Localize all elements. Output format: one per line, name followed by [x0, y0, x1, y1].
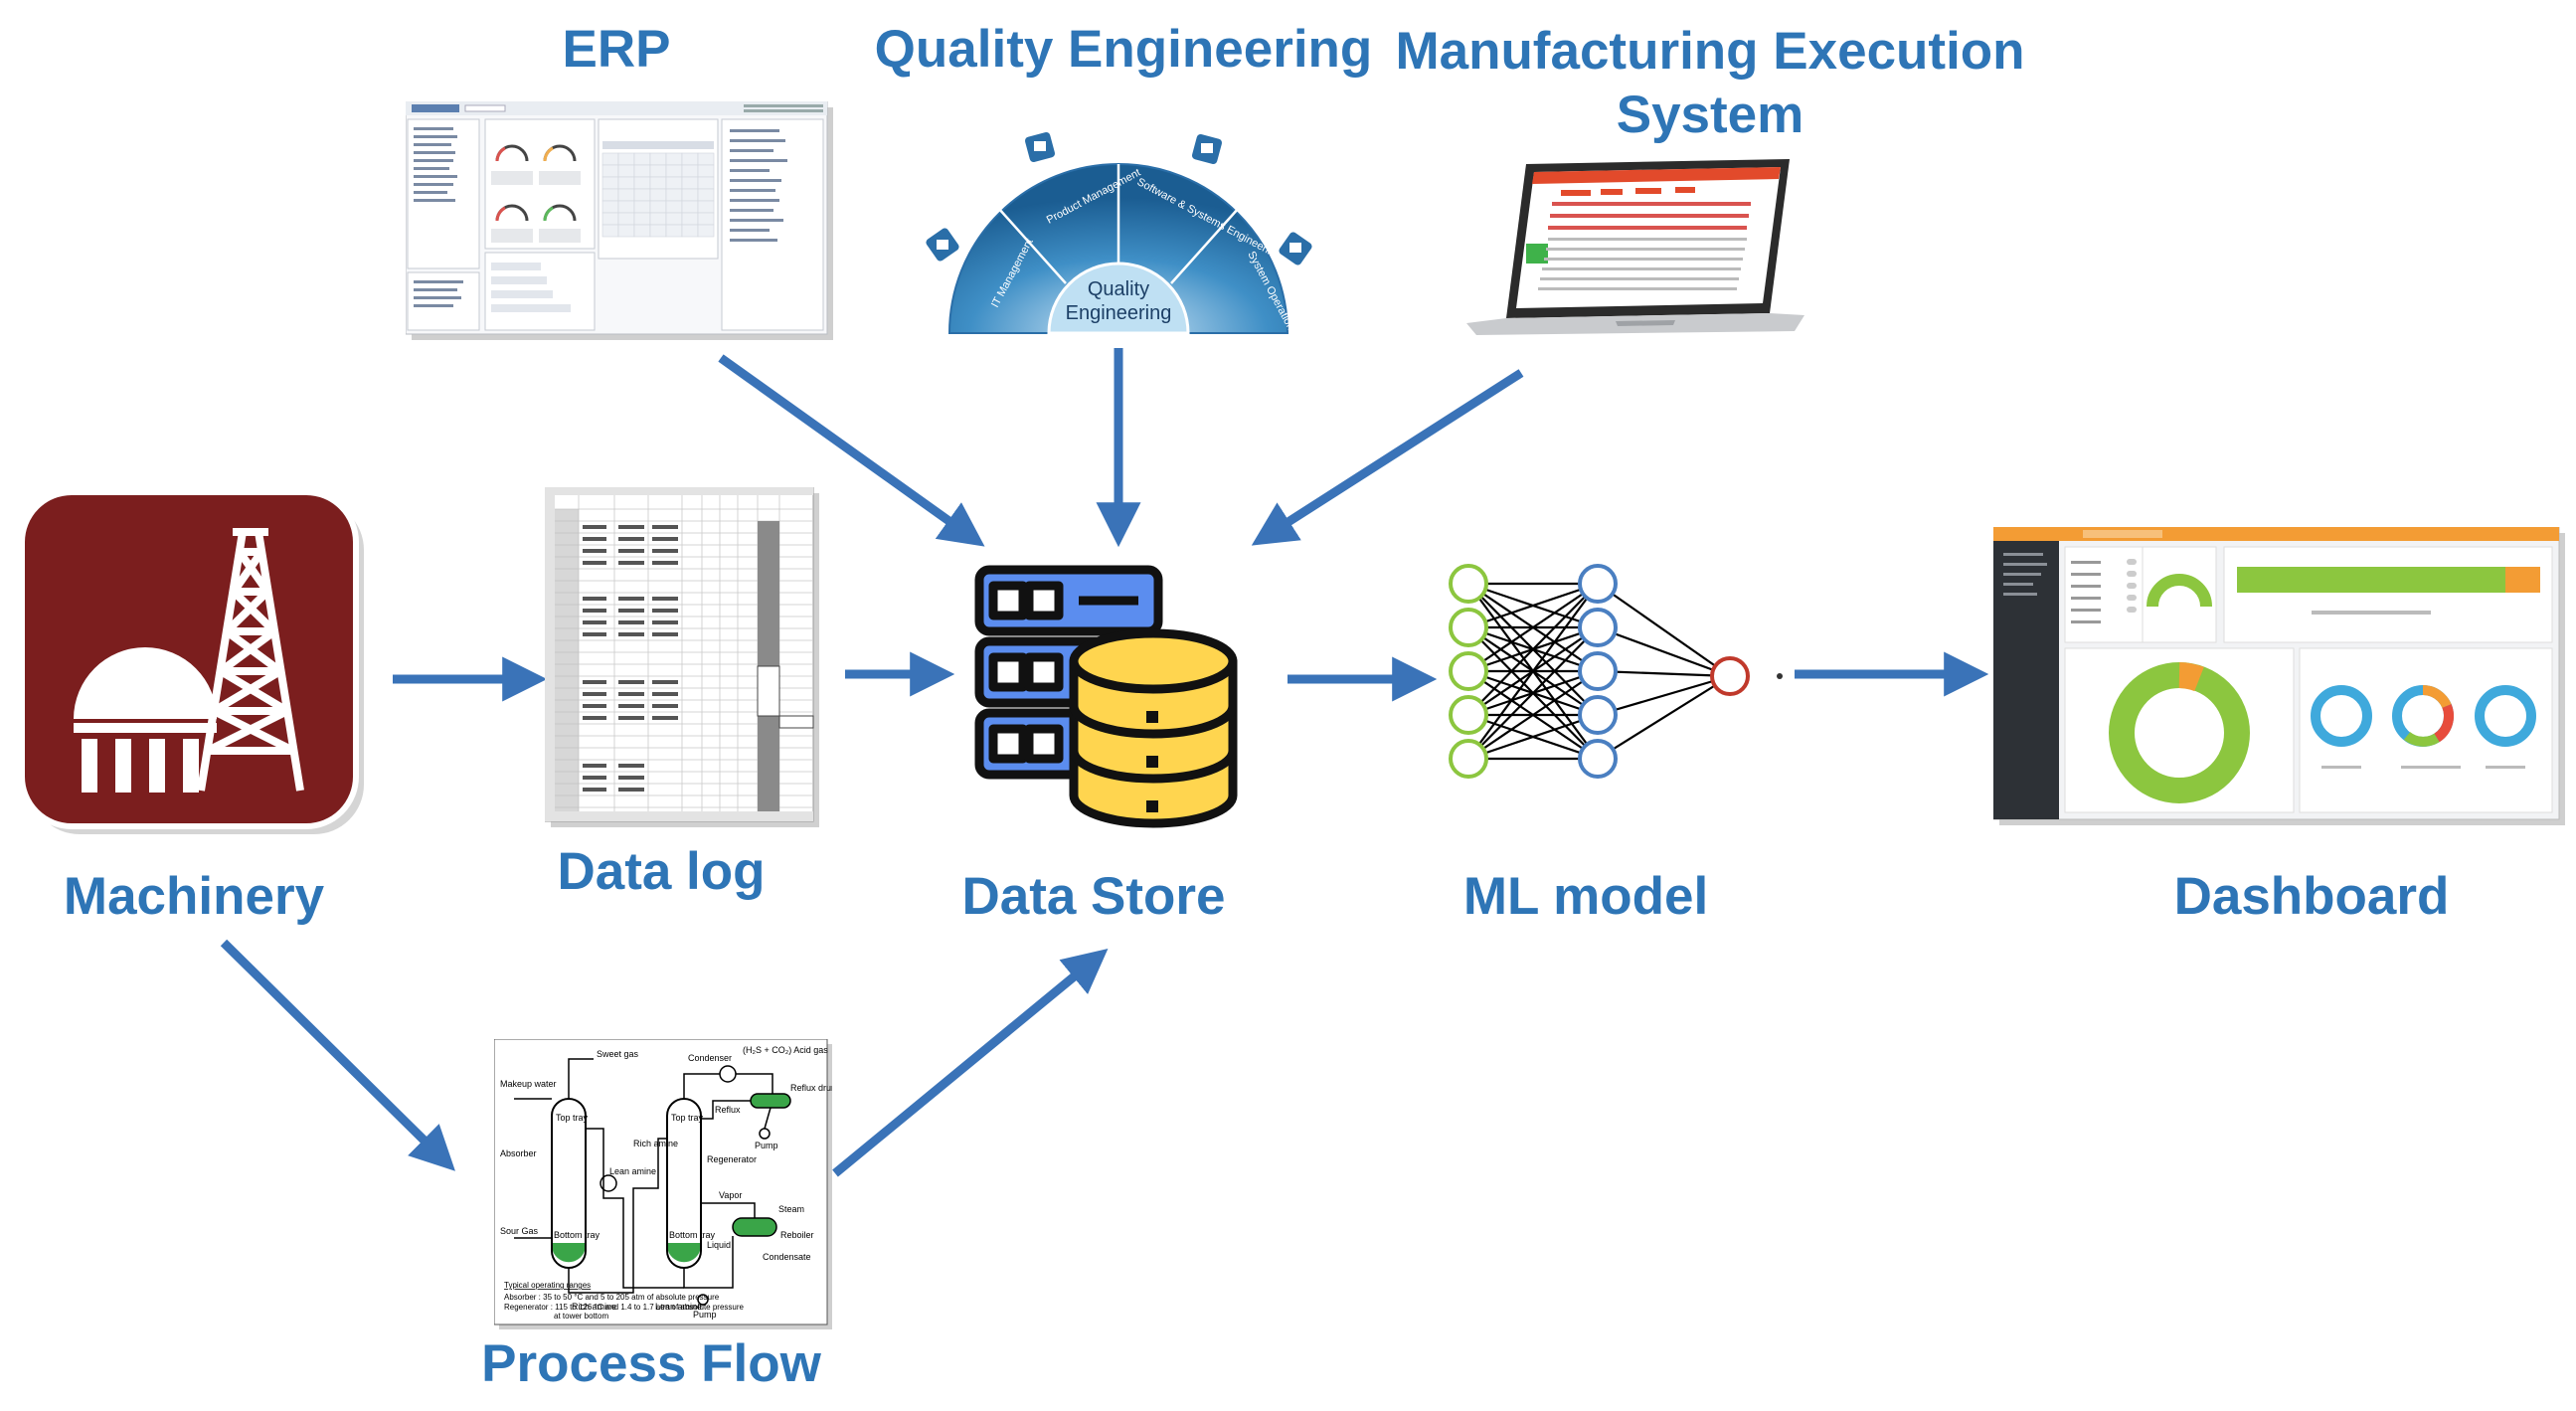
datalog-label: Data log [557, 842, 766, 901]
pf-sweet-gas: Sweet gas [597, 1049, 639, 1059]
pf-liquid: Liquid [707, 1240, 731, 1250]
pf-condensate: Condensate [763, 1252, 811, 1262]
arrow-mes-to-datastore [1251, 369, 1524, 546]
pf-absorber: Absorber [500, 1148, 537, 1158]
mes-label-line1: Manufacturing Execution [1395, 22, 2025, 81]
mlmodel-label: ML model [1462, 867, 1709, 926]
pf-ranges-regenerator: Regenerator : 115 to 126 °C and 1.4 to 1… [504, 1303, 745, 1312]
pf-regenerator: Regenerator [707, 1154, 757, 1164]
pf-rich-amine: Rich amine [572, 1302, 616, 1312]
pf-makeup-water: Makeup water [500, 1079, 557, 1089]
pf-pump-2: Pump [693, 1310, 717, 1320]
datastore-label: Data Store [961, 867, 1226, 926]
mes-label-line2: System [1616, 86, 1804, 144]
pf-ranges-title: Typical operating ranges [504, 1281, 591, 1290]
pf-reflux: Reflux [715, 1105, 741, 1115]
quality-engineering-wheel: Quality Engineering IT Management Produc… [910, 124, 1327, 343]
erp-label: ERP [562, 20, 671, 79]
dashboard-label: Dashboard [2173, 867, 2450, 926]
pf-steam: Steam [778, 1204, 804, 1214]
pf-condenser: Condenser [688, 1053, 732, 1063]
pf-rich-amine-2: Rich amine [633, 1139, 678, 1148]
dashboard-screenshot [1992, 526, 2565, 825]
erp-screenshot [405, 100, 833, 340]
quality-wheel-center-line1: Quality [1088, 278, 1149, 300]
ml-model-network [1447, 562, 1790, 786]
pf-ranges-regenerator-2: at tower bottom [554, 1312, 608, 1321]
pf-top-tray-reg: Top tray [671, 1113, 704, 1123]
process-flow-diagram: Sweet gas Makeup water Absorber Sour Gas… [493, 1038, 839, 1329]
pf-lean-amine-2: Lean amine [655, 1302, 702, 1312]
pf-bottom-tray-reg: Bottom tray [669, 1230, 716, 1240]
machinery-label: Machinery [63, 867, 325, 926]
quality-engineering-label: Quality Engineering [874, 20, 1373, 79]
processflow-label: Process Flow [481, 1334, 821, 1393]
pf-reboiler: Reboiler [780, 1230, 814, 1240]
pf-ranges-absorber: Absorber : 35 to 50 °C and 5 to 205 atm … [504, 1293, 720, 1302]
datalog-spreadsheet [544, 486, 823, 830]
pf-sour-gas: Sour Gas [500, 1226, 539, 1236]
quality-wheel-center-line2: Engineering [1066, 302, 1172, 324]
datastore-icon [969, 562, 1248, 830]
pf-bottom-tray-abs: Bottom tray [554, 1230, 601, 1240]
arrow-processflow-to-datastore [832, 948, 1109, 1177]
pf-pump: Pump [755, 1141, 778, 1150]
pf-acid-gas: (H₂S + CO₂) Acid gas [743, 1045, 828, 1055]
pf-top-tray-abs: Top tray [556, 1113, 589, 1123]
pf-lean-amine: Lean amine [609, 1166, 656, 1176]
mes-laptop [1466, 154, 1804, 338]
pf-reflux-drum: Reflux drum [790, 1083, 832, 1093]
machinery-icon [19, 489, 370, 840]
quality-wheel-icons [926, 131, 1312, 265]
pf-vapor: Vapor [719, 1190, 742, 1200]
arrow-machinery-to-processflow [220, 939, 455, 1171]
